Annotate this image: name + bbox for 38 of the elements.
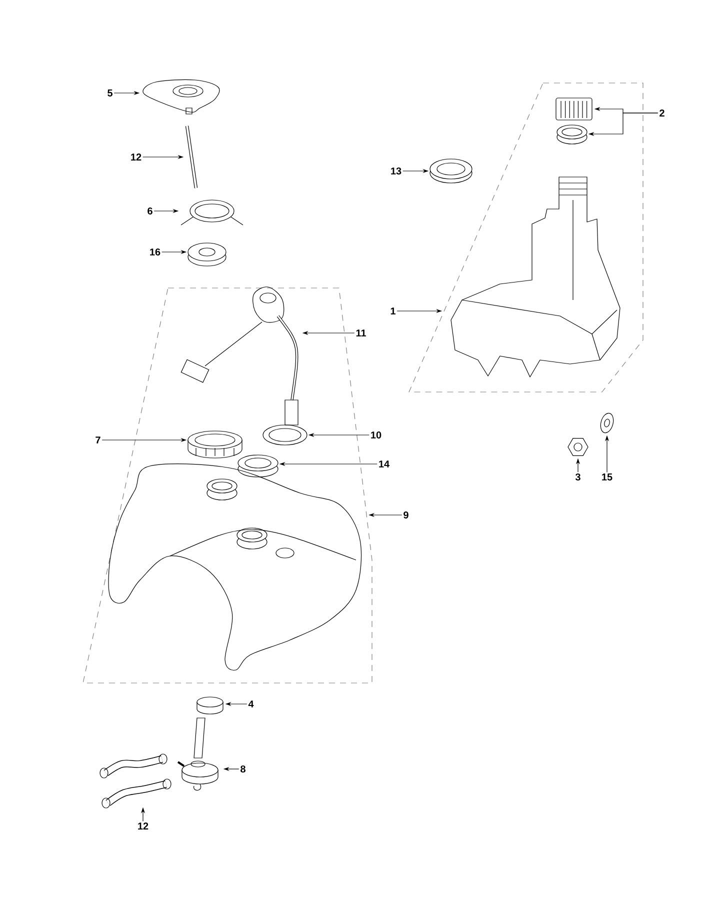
- callout-number: 4: [248, 700, 254, 708]
- fuel-tank-drawing: [108, 464, 362, 671]
- callout-number: 5: [108, 90, 112, 96]
- callout-number: 7: [96, 436, 100, 444]
- fuel-pump-drawing: [180, 286, 298, 426]
- clamp-drawing: [196, 696, 224, 714]
- lock-nut-drawing: [188, 430, 242, 458]
- hose-clip-drawing: [180, 200, 244, 226]
- callout-number: 14: [379, 460, 390, 468]
- callout-number: 11: [356, 330, 366, 336]
- callout-number: 12: [138, 822, 148, 830]
- callout-number: 9: [404, 511, 408, 519]
- hose-drawing: [102, 778, 172, 808]
- nut-drawing: [568, 438, 588, 456]
- gasket-drawing: [262, 424, 308, 446]
- callout-number: 10: [371, 431, 382, 439]
- filler-cap-drawing: [556, 98, 592, 120]
- filler-ring-drawing: [556, 124, 588, 144]
- assembly-outline: [82, 288, 372, 684]
- hose-drawing: [100, 754, 168, 778]
- seal-ring-drawing: [238, 454, 278, 478]
- reservoir-drawing: [450, 176, 620, 378]
- callout-number: 8: [240, 765, 246, 773]
- seal-ring-drawing: [430, 158, 472, 184]
- tank-cover-drawing: [142, 79, 220, 114]
- callout-number: 12: [131, 154, 142, 160]
- assembly-outline: [408, 82, 644, 392]
- callout-number: 15: [602, 474, 612, 480]
- fuel-tap-drawing: [177, 718, 218, 791]
- hose-drawing: [185, 126, 198, 188]
- seal-ring-drawing: [188, 242, 226, 266]
- callout-number: 3: [575, 473, 580, 481]
- callout-number: 16: [150, 248, 160, 256]
- callout-number: 6: [148, 207, 152, 215]
- callout-number: 13: [391, 167, 402, 175]
- washer-drawing: [600, 412, 614, 434]
- callout-number: 2: [660, 110, 664, 116]
- callout-number: 1: [390, 308, 396, 314]
